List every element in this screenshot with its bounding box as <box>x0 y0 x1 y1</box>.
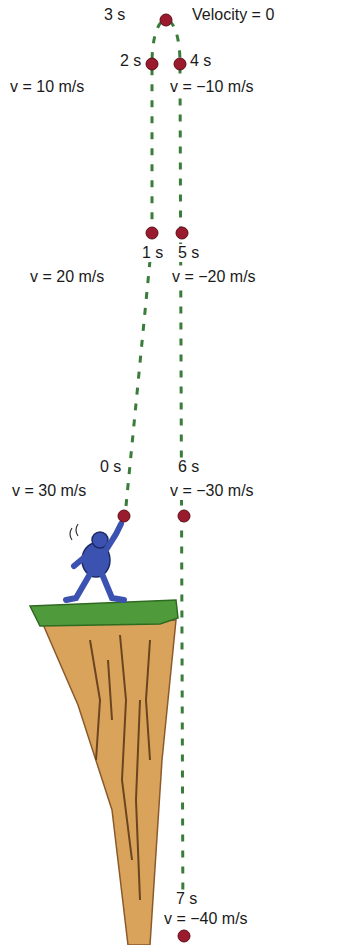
time-velocity-label: v = 30 m/s <box>10 482 88 500</box>
time-velocity-label: 6 s <box>176 458 201 476</box>
time-velocity-label: v = −20 m/s <box>170 268 258 286</box>
time-velocity-label: 3 s <box>102 6 127 24</box>
time-velocity-label: v = −10 m/s <box>168 78 256 96</box>
time-velocity-label: 5 s <box>176 244 201 262</box>
grass <box>30 600 178 626</box>
time-velocity-label: v = 10 m/s <box>8 78 86 96</box>
time-velocity-label: v = 20 m/s <box>28 268 106 286</box>
ball <box>118 14 190 942</box>
time-velocity-label: Velocity = 0 <box>190 6 276 24</box>
time-velocity-label: 2 s <box>118 52 143 70</box>
time-velocity-label: 7 s <box>174 890 199 908</box>
time-velocity-label: v = −40 m/s <box>162 910 250 928</box>
person <box>66 524 124 600</box>
time-velocity-label: 4 s <box>188 52 213 70</box>
time-velocity-label: v = −30 m/s <box>168 482 256 500</box>
cliff <box>42 620 176 945</box>
time-velocity-label: 1 s <box>140 244 165 262</box>
cliff-cracks <box>90 635 150 900</box>
time-velocity-label: 0 s <box>98 458 123 476</box>
ball-path <box>126 20 183 930</box>
